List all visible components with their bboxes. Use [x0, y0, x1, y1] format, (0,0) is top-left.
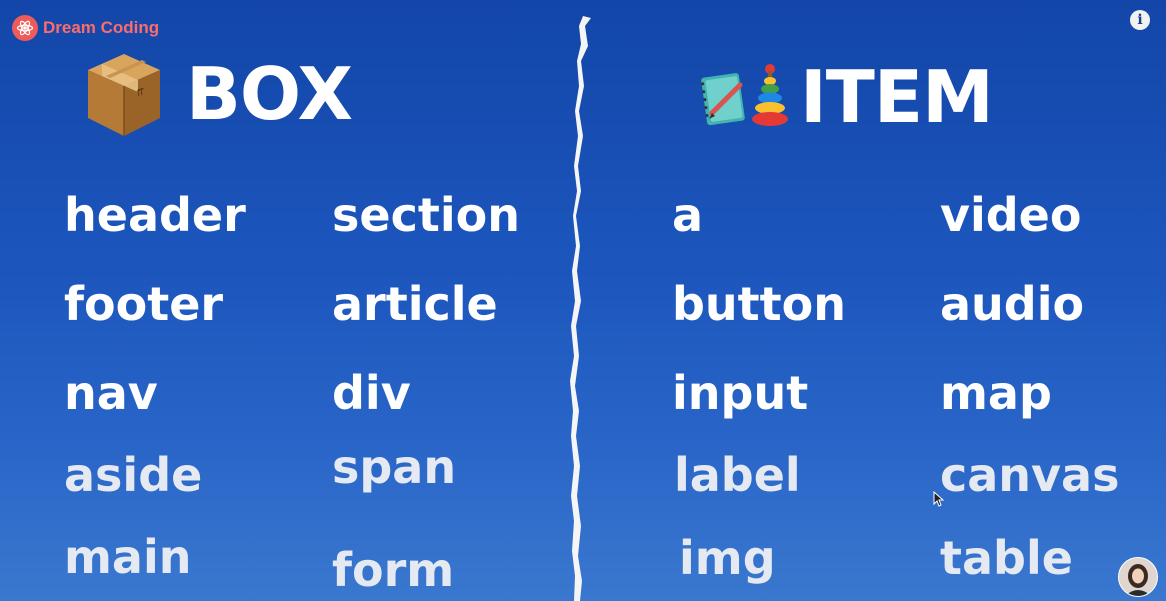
presenter-avatar[interactable] — [1118, 557, 1158, 597]
torn-divider — [570, 16, 591, 601]
item-word-label: label — [674, 448, 801, 502]
stacking-ring-toy-icon — [752, 64, 788, 126]
box-word-article: article — [332, 277, 498, 331]
box-word-aside: aside — [64, 448, 203, 502]
item-word-button: button — [672, 277, 847, 331]
info-icon[interactable]: i — [1130, 10, 1150, 30]
box-word-header: header — [64, 188, 246, 242]
box-word-span: span — [332, 440, 457, 494]
box-word-section: section — [332, 188, 520, 242]
item-heading: ITEM — [700, 55, 994, 139]
item-word-canvas: canvas — [940, 448, 1120, 502]
box-word-main: main — [64, 530, 192, 584]
item-word-img: img — [679, 531, 776, 585]
box-word-div: div — [332, 366, 411, 420]
mouse-cursor-icon — [933, 491, 945, 507]
atom-icon — [12, 15, 38, 41]
notebook-pencil-icon — [701, 73, 745, 126]
box-word-nav: nav — [64, 366, 158, 420]
item-word-audio: audio — [940, 277, 1085, 331]
cardboard-box-icon: ⇈ — [88, 54, 160, 136]
channel-name: Dream Coding — [43, 18, 160, 37]
svg-text:⇈: ⇈ — [136, 85, 144, 100]
item-word-video: video — [940, 188, 1082, 242]
box-heading: ⇈ BOX — [84, 48, 353, 140]
item-word-a: a — [672, 188, 704, 242]
box-heading-text: BOX — [186, 52, 353, 136]
item-word-table: table — [940, 531, 1073, 585]
item-word-input: input — [672, 366, 809, 420]
item-heading-text: ITEM — [800, 55, 994, 139]
item-word-map: map — [940, 366, 1052, 420]
box-word-form: form — [332, 543, 455, 597]
channel-branding[interactable]: Dream Coding — [12, 15, 159, 41]
box-word-footer: footer — [64, 277, 224, 331]
